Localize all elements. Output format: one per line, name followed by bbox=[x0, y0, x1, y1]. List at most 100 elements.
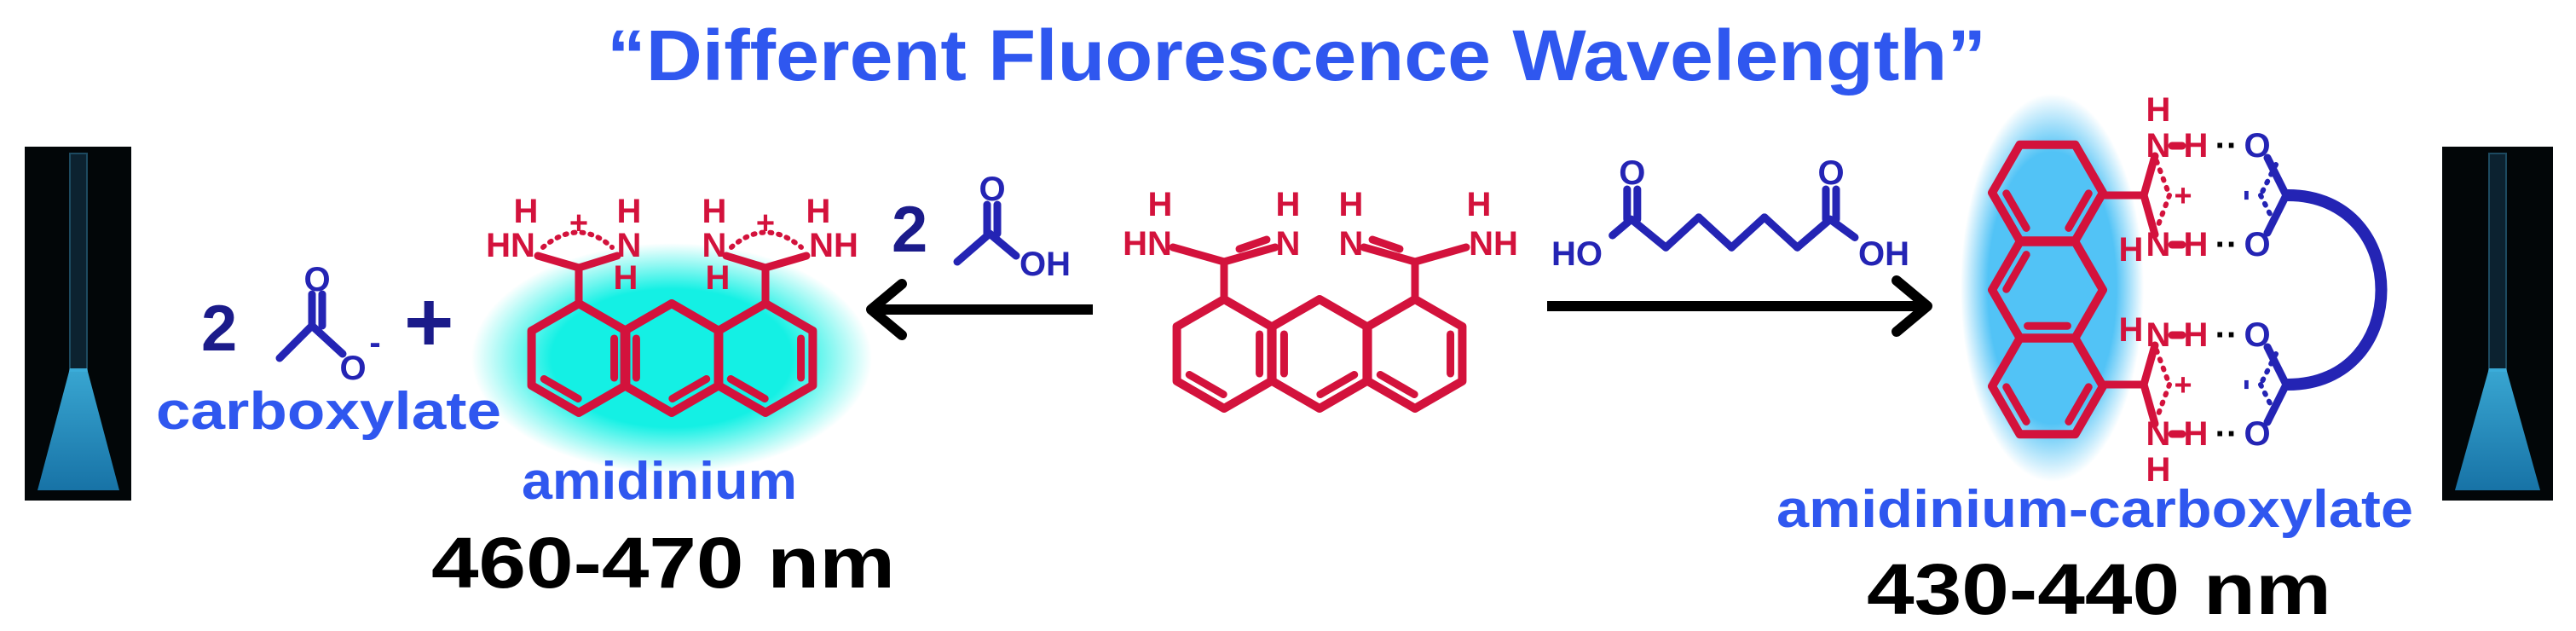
central-anthracene-ring bbox=[1363, 295, 1467, 413]
adipic-chain-bond bbox=[1661, 213, 1703, 252]
nitrogen-atom: N bbox=[1339, 225, 1364, 263]
acetate-co-bond bbox=[308, 321, 347, 358]
hydrogen-atom: H bbox=[806, 193, 831, 230]
acetic-acid-coefficient: 2 bbox=[892, 194, 927, 266]
hydrogen-atom: H bbox=[2146, 451, 2171, 489]
oxygen-atom: O bbox=[1619, 154, 1645, 192]
aromatic-double-bond bbox=[668, 374, 711, 403]
arrow-to-complex bbox=[1547, 275, 1932, 337]
acetic-coh-bond bbox=[985, 229, 1020, 260]
nitrogen-atom: N bbox=[617, 227, 642, 264]
amidine-cn-bond bbox=[2140, 380, 2159, 428]
oxygen-atom: O bbox=[339, 350, 366, 387]
plus-sign: + bbox=[404, 275, 453, 370]
amidine-cn-bond bbox=[534, 252, 583, 272]
aromatic-double-bond bbox=[1185, 370, 1227, 399]
aromatic-double-bond bbox=[1376, 370, 1418, 399]
amidinium-fluorescence-glow bbox=[471, 243, 872, 473]
nitrogen-atom: N bbox=[2146, 415, 2171, 453]
hydrogen-bond: ·· bbox=[2215, 127, 2238, 165]
carboxylate-delocalized bbox=[2258, 351, 2279, 387]
hydrogen-atom: H bbox=[2184, 316, 2209, 354]
amidine-cn-bond bbox=[761, 252, 811, 272]
oxygen-atom: O bbox=[2244, 226, 2270, 263]
hydrogen-atom: H bbox=[2119, 231, 2144, 269]
amidinium-label: amidinium bbox=[522, 452, 797, 511]
hydrogen-atom: H bbox=[2184, 226, 2209, 263]
hydrogen-atom: H bbox=[2119, 311, 2144, 349]
hydrogen-atom: H bbox=[2184, 127, 2209, 165]
aromatic-double-bond bbox=[2065, 189, 2093, 232]
carboxylate-coefficient: 2 bbox=[201, 292, 237, 365]
aromatic-double-bond bbox=[2002, 189, 2030, 232]
oxygen-atom: O bbox=[303, 261, 330, 298]
hydrogen-atom: H bbox=[1276, 186, 1301, 223]
amidine-cn-bond bbox=[1220, 243, 1279, 266]
hydrogen-atom: H bbox=[702, 193, 727, 230]
nitrogen-atom: N bbox=[2146, 316, 2171, 354]
right-flask-photo bbox=[2442, 147, 2553, 501]
nitrogen-atom: HN bbox=[486, 227, 535, 264]
nitrogen-atom: NH bbox=[809, 227, 858, 264]
amidine-cn-bond bbox=[2140, 341, 2159, 389]
negative-charge: - bbox=[2230, 379, 2267, 390]
delocalized-bond bbox=[2154, 348, 2172, 387]
adipic-chain-bond bbox=[1727, 213, 1769, 252]
amidine-cn-bond bbox=[2140, 152, 2159, 200]
delocalized-bond bbox=[729, 229, 804, 250]
oxygen-atom: O bbox=[2244, 415, 2270, 453]
adipic-chain-bond bbox=[1695, 213, 1736, 252]
hydrogen-bond: ·· bbox=[2215, 226, 2238, 263]
adipate-linker-arc bbox=[2282, 189, 2388, 391]
aromatic-double-bond bbox=[1316, 370, 1359, 399]
hydrogen-atom: H bbox=[1148, 186, 1173, 223]
amidinium-anthracene-ring bbox=[713, 299, 817, 417]
amidine-cn-bond bbox=[575, 252, 621, 272]
carboxylate-label: carboxylate bbox=[156, 382, 501, 441]
hydrogen-atom: H bbox=[614, 259, 638, 297]
positive-charge: + bbox=[756, 206, 775, 241]
hydrogen-atom: H bbox=[1339, 186, 1364, 223]
positive-charge: + bbox=[2174, 368, 2192, 402]
oxygen-atom: O bbox=[1817, 154, 1844, 192]
left-flask-photo bbox=[25, 147, 131, 501]
complex-wavelength: 430-440 nm bbox=[1867, 549, 2331, 629]
aromatic-double-bond bbox=[726, 374, 769, 403]
hydroxyl-group: HO bbox=[1551, 235, 1603, 273]
acetic-methyl-bond bbox=[953, 229, 994, 266]
arrow-to-amidinium bbox=[866, 279, 1093, 340]
oxygen-atom: O bbox=[2244, 316, 2270, 354]
nitrogen-atom: N bbox=[1276, 225, 1301, 263]
positive-charge: + bbox=[569, 206, 588, 241]
amidine-double-bond bbox=[1368, 235, 1404, 253]
hydrogen-bond: ·· bbox=[2215, 415, 2238, 453]
amidine-cn-bond bbox=[1169, 243, 1228, 266]
adipic-chain-bond bbox=[1793, 215, 1834, 252]
figure-title: “Different Fluorescence Wavelength” bbox=[607, 15, 1986, 96]
aromatic-double-bond bbox=[2065, 383, 2093, 425]
hydroxyl-group: OH bbox=[1858, 235, 1909, 273]
hydrogen-atom: H bbox=[706, 259, 731, 297]
delocalized-bond bbox=[2154, 382, 2172, 421]
negative-charge: - bbox=[2230, 189, 2267, 200]
aromatic-double-bond bbox=[2002, 383, 2030, 425]
delocalized-bond bbox=[2154, 193, 2172, 232]
hydroxyl-group: OH bbox=[1019, 246, 1071, 283]
complex-label: amidinium-carboxylate bbox=[1776, 480, 2413, 539]
hydrogen-atom: H bbox=[2146, 91, 2171, 129]
nitrogen-atom: HN bbox=[1123, 225, 1172, 263]
oxygen-atom: O bbox=[2244, 127, 2270, 165]
aromatic-double-bond bbox=[540, 374, 582, 403]
carboxylate-co-bond bbox=[2263, 380, 2290, 426]
negative-charge: - bbox=[369, 324, 380, 362]
nitrogen-atom: N bbox=[702, 227, 727, 264]
hydrogen-bond: ·· bbox=[2215, 316, 2238, 354]
oxygen-atom: O bbox=[979, 171, 1005, 208]
complex-anthracene-ring bbox=[1988, 333, 2107, 439]
acetate-methyl-bond bbox=[275, 321, 316, 362]
amidine-cn-bond bbox=[1360, 243, 1419, 266]
carboxylate-co-bond bbox=[2263, 343, 2290, 389]
aromatic-double-bond bbox=[2002, 251, 2030, 293]
hydrogen-atom: H bbox=[617, 193, 642, 230]
